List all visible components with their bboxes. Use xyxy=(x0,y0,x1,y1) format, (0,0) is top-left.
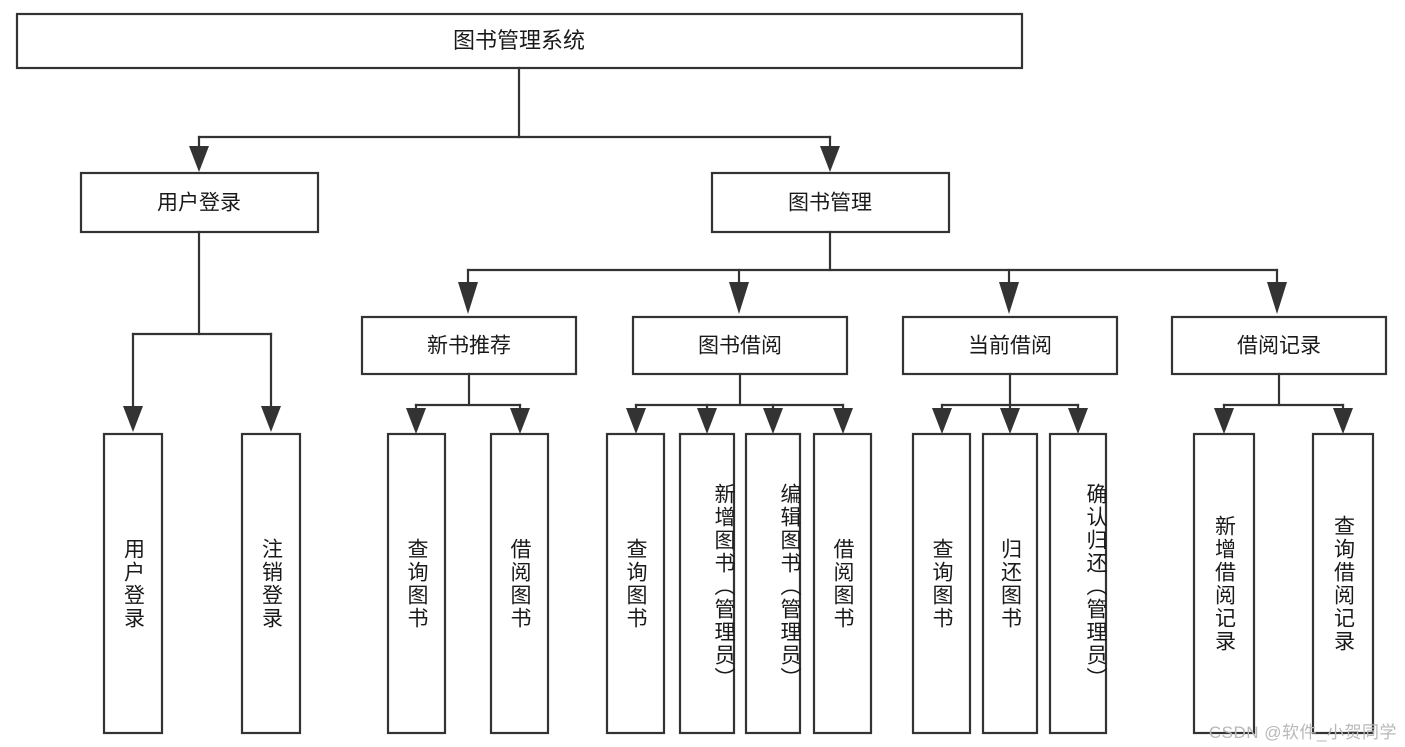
leaf-query-record-box[interactable] xyxy=(1311,432,1375,735)
node-borrow-record-label: 借阅记录 xyxy=(1237,335,1321,358)
leaf-borrow-book-1-box[interactable] xyxy=(489,432,550,735)
arrow-head-to-book-borrow xyxy=(729,282,749,314)
node-current-borrow-label: 当前借阅 xyxy=(968,335,1052,358)
node-user-login-label: 用户登录 xyxy=(157,192,241,215)
arrow-head-to-current-borrow xyxy=(999,282,1019,314)
arrow-head-leaf-query-record xyxy=(1333,408,1353,434)
node-current-borrow[interactable]: 当前借阅 xyxy=(901,315,1119,376)
arrow-head-to-userlogin xyxy=(189,146,209,172)
node-new-book-recommend-label: 新书推荐 xyxy=(427,335,511,358)
leaf-return-book-box[interactable] xyxy=(981,432,1039,735)
arrow-head-leaf-borrow-book-2 xyxy=(833,408,853,434)
node-new-book-recommend-box xyxy=(360,315,578,376)
arrow-head-leaf-edit-book xyxy=(763,408,783,434)
node-book-borrow-box xyxy=(631,315,849,376)
arrow-head-leaf-confirm-return xyxy=(1068,408,1088,434)
arrow-head-leaf-return-book xyxy=(1000,408,1020,434)
node-user-login[interactable]: 用户登录 xyxy=(79,171,320,234)
leaf-query-book-1-box[interactable] xyxy=(386,432,447,735)
arrow-head-leaf-user-login xyxy=(123,406,143,432)
node-book-management[interactable]: 图书管理 xyxy=(710,171,951,234)
leaf-query-book-3-box[interactable] xyxy=(911,432,972,735)
node-root-system-box xyxy=(15,12,1024,70)
node-borrow-record[interactable]: 借阅记录 xyxy=(1170,315,1388,376)
node-book-borrow[interactable]: 图书借阅 xyxy=(631,315,849,376)
node-borrow-record-box xyxy=(1170,315,1388,376)
arrow-head-leaf-add-record xyxy=(1214,408,1234,434)
leaf-user-login-box[interactable] xyxy=(102,432,164,735)
leaf-confirm-return-box[interactable] xyxy=(1048,432,1108,735)
arrow-head-leaf-query-book-2 xyxy=(626,408,646,434)
node-current-borrow-box xyxy=(901,315,1119,376)
arrow-head-leaf-borrow-book-1 xyxy=(510,408,530,434)
leaf-borrow-book-2-box[interactable] xyxy=(812,432,873,735)
arrow-head-leaf-logout xyxy=(261,406,281,432)
leaf-logout-box[interactable] xyxy=(240,432,302,735)
leaf-query-book-2-box[interactable] xyxy=(605,432,666,735)
arrow-head-leaf-add-book xyxy=(697,408,717,434)
node-book-management-label: 图书管理 xyxy=(788,192,872,215)
arrow-head-to-new-book xyxy=(458,282,478,314)
arrow-head-to-borrow-record xyxy=(1267,282,1287,314)
node-root-system[interactable]: 图书管理系统 xyxy=(15,12,1024,70)
leaf-add-record-box[interactable] xyxy=(1192,432,1256,735)
node-book-management-box xyxy=(710,171,951,234)
arrow-head-to-bookmgmt xyxy=(820,146,840,172)
leaf-edit-book-box[interactable] xyxy=(744,432,802,735)
node-root-system-label: 图书管理系统 xyxy=(453,28,585,53)
arrow-head-leaf-query-book-3 xyxy=(932,408,952,434)
arrow-head-leaf-query-book-1 xyxy=(406,408,426,434)
node-book-borrow-label: 图书借阅 xyxy=(698,335,782,358)
leaf-add-book-box[interactable] xyxy=(678,432,736,735)
node-new-book-recommend[interactable]: 新书推荐 xyxy=(360,315,578,376)
